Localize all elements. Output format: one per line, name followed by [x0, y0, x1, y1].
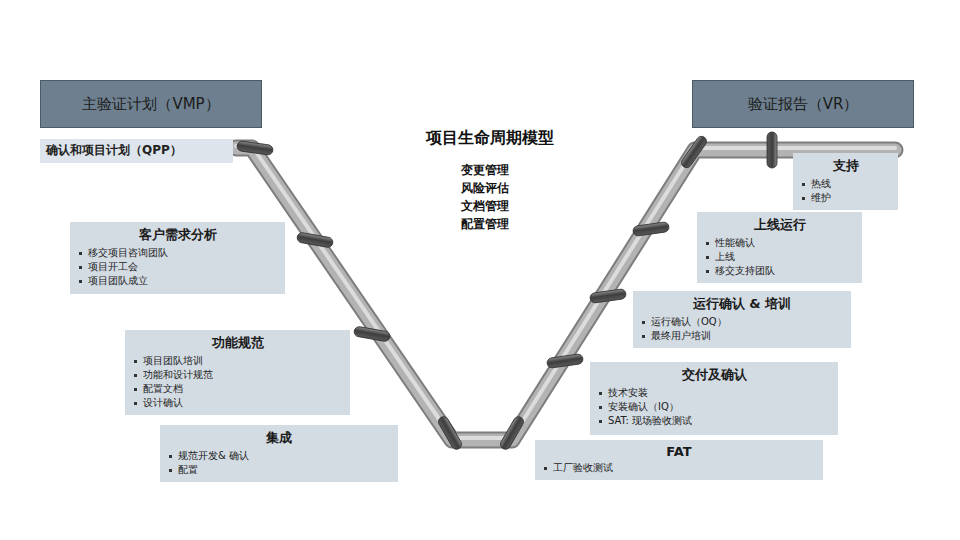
bullet-item: 热线: [801, 177, 890, 191]
plan-box: 确认和项目计划（QPP）: [40, 139, 233, 163]
item-text: 运行确认 & 培训: [693, 296, 791, 311]
item-text: 移交项目咨询团队: [88, 247, 168, 258]
item-text: 最终用户培训: [651, 330, 711, 341]
bullet-item: 功能和设计规范: [133, 368, 342, 382]
item-text: 技术安装: [608, 387, 648, 398]
phase-heading: 运行确认 & 培训: [641, 295, 843, 313]
bullet-mark: [134, 388, 137, 391]
bullet-mark: [642, 321, 645, 324]
bullet-mark: [599, 420, 602, 423]
item-text: 功能规范: [212, 335, 264, 350]
bullet-mark: [134, 374, 137, 377]
bullet-mark: [169, 469, 172, 472]
bullet-mark: [79, 280, 82, 283]
item-text: 移交支持团队: [715, 265, 775, 276]
bullet-mark: [599, 392, 602, 395]
bullet-mark: [169, 455, 172, 458]
phase-heading: 客户需求分析: [78, 226, 277, 244]
box-label: 验证报告（VR）: [748, 95, 859, 114]
bullet-item: 配置文档: [133, 382, 342, 396]
phase-heading: 支持: [801, 157, 890, 175]
box-label: 主验证计划（VMP）: [82, 95, 219, 114]
item-text: 客户需求分析: [139, 227, 217, 242]
phase-heading: FAT: [543, 444, 815, 459]
item-text: 项目团队成立: [88, 275, 148, 286]
item-text: 主验证计划（VMP）: [82, 95, 219, 113]
plan-header-box: 验证报告（VR）: [692, 80, 914, 128]
item-text: 验证报告（VR）: [748, 95, 859, 113]
item-text: 交付及确认: [682, 367, 747, 382]
bullet-item: 运行确认（OQ）: [641, 315, 843, 329]
bullet-item: 项目团队培训: [133, 354, 342, 368]
bullet-item: SAT: 现场验收测试: [598, 414, 830, 428]
bullet-mark: [706, 270, 709, 273]
bullet-mark: [79, 252, 82, 255]
phase-box: 运行确认 & 培训运行确认（OQ） 最终用户培训: [633, 291, 851, 348]
management-item: 配置管理: [400, 216, 570, 233]
diagram-title: 项目生命周期模型: [380, 128, 600, 149]
bullet-item: 移交项目咨询团队: [78, 246, 277, 260]
item-text: 性能确认: [715, 237, 755, 248]
item-text: 集成: [266, 430, 292, 445]
bullet-mark: [79, 266, 82, 269]
bullet-item: 上线: [705, 250, 854, 264]
item-text: 支持: [833, 158, 859, 173]
bullet-item: 维护: [801, 191, 890, 205]
box-label: 确认和项目计划（QPP）: [46, 142, 227, 159]
bullet-item: 技术安装: [598, 386, 830, 400]
item-text: 安装确认（IQ）: [608, 401, 679, 412]
item-text: 热线: [811, 178, 831, 189]
bullet-mark: [134, 360, 137, 363]
item-text: 工厂验收测试: [553, 462, 613, 473]
phase-box: 交付及确认技术安装安装确认（IQ） SAT: 现场验收测试: [590, 362, 838, 435]
phase-box: 上线运行性能确认上线移交支持团队: [697, 212, 862, 283]
bullet-item: 配置: [168, 463, 390, 477]
bullet-item: 工厂验收测试: [543, 461, 815, 475]
item-text: 项目团队培训: [143, 355, 203, 366]
bullet-mark: [134, 402, 137, 405]
item-text: 配置: [178, 464, 198, 475]
item-text: 配置文档: [143, 383, 183, 394]
bullet-item: 性能确认: [705, 236, 854, 250]
phase-box: 客户需求分析移交项目咨询团队项目开工会项目团队成立: [70, 222, 285, 294]
bullet-mark: [802, 197, 805, 200]
bullet-mark: [802, 183, 805, 186]
phase-box: FAT 工厂验收测试: [535, 440, 823, 480]
item-text: 上线运行: [754, 217, 806, 232]
item-text: 确认和项目计划（QPP）: [46, 143, 182, 157]
bullet-item: 移交支持团队: [705, 264, 854, 278]
plan-header-box: 主验证计划（VMP）: [40, 80, 262, 128]
phase-heading: 交付及确认: [598, 366, 830, 384]
bullet-mark: [706, 242, 709, 245]
item-text: 维护: [811, 192, 831, 203]
item-text: 运行确认（OQ）: [651, 316, 727, 327]
phase-box: 支持热线维护: [793, 153, 898, 210]
phase-heading: 上线运行: [705, 216, 854, 234]
phase-heading: 功能规范: [133, 334, 342, 352]
item-text: 上线: [715, 251, 735, 262]
bullet-item: 设计确认: [133, 396, 342, 410]
bullet-mark: [706, 256, 709, 259]
item-text: 规范开发& 确认: [178, 450, 249, 461]
management-item: 变更管理: [400, 162, 570, 179]
item-text: 设计确认: [143, 397, 183, 408]
management-item: 文档管理: [400, 198, 570, 215]
bullet-item: 规范开发& 确认: [168, 449, 390, 463]
item-text: SAT: 现场验收测试: [608, 415, 692, 426]
bullet-mark: [544, 467, 547, 470]
phase-box: 集成规范开发& 确认配置: [160, 425, 398, 482]
bullet-mark: [642, 335, 645, 338]
bullet-item: 最终用户培训: [641, 329, 843, 343]
bullet-item: 项目团队成立: [78, 274, 277, 288]
phase-heading: 集成: [168, 429, 390, 447]
phase-box: 功能规范项目团队培训功能和设计规范配置文档设计确认: [125, 330, 350, 415]
bullet-mark: [599, 406, 602, 409]
bullet-item: 安装确认（IQ）: [598, 400, 830, 414]
item-text: 项目开工会: [88, 261, 138, 272]
item-text: FAT: [666, 444, 691, 459]
item-text: 功能和设计规范: [143, 369, 213, 380]
bullet-item: 项目开工会: [78, 260, 277, 274]
management-item: 风险评估: [400, 180, 570, 197]
